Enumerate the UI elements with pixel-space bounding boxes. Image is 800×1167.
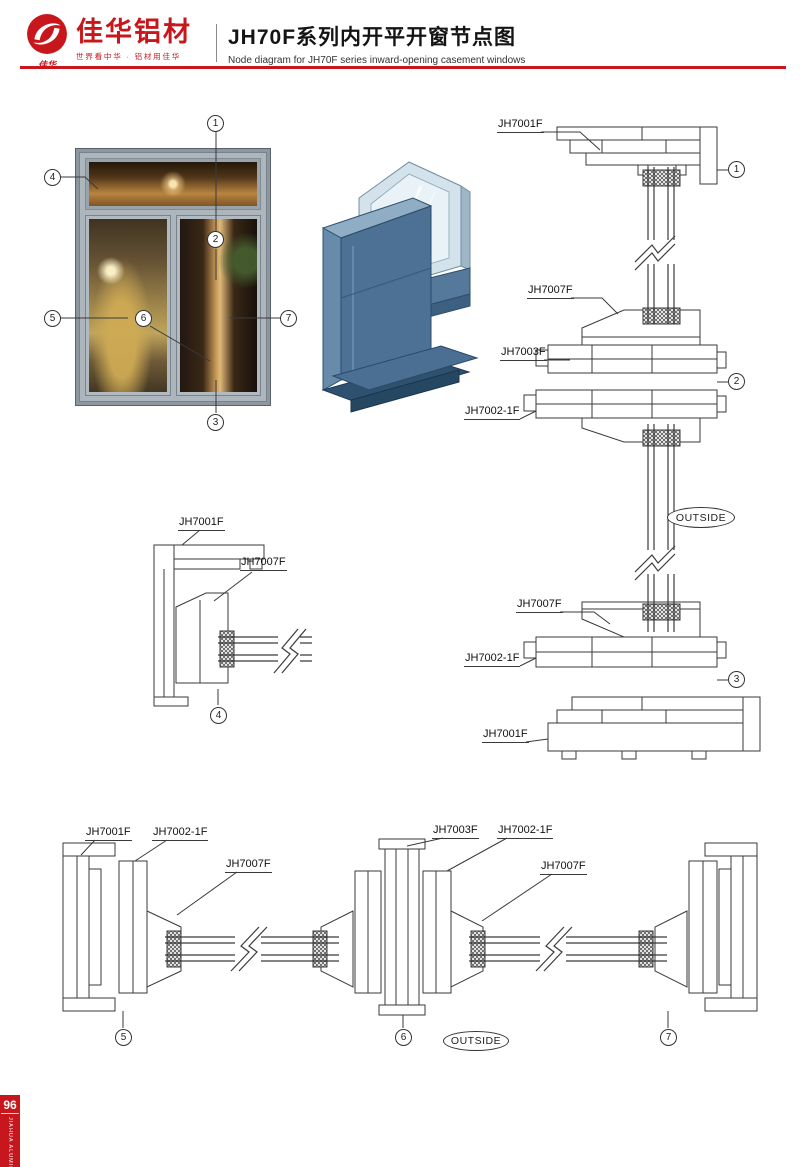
profile-label: JH7001F	[85, 826, 132, 841]
section-callout-4: 4	[210, 707, 227, 724]
section-callout-7: 7	[660, 1029, 677, 1046]
profile-label: JH7007F	[240, 556, 287, 571]
page-subtitle: Node diagram for JH70F series inward-ope…	[228, 55, 526, 66]
left-casement-glass	[89, 219, 167, 392]
horizontal-section-drawing	[62, 837, 758, 1028]
detail-4-drawing	[153, 529, 312, 707]
photo-callout-2: 2	[207, 231, 224, 248]
profile-label: JH7002-1F	[464, 405, 521, 420]
profile-label: JH7002-1F	[497, 824, 554, 839]
photo-callout-3: 3	[207, 414, 224, 431]
profile-label: JH7001F	[178, 516, 225, 531]
brand-tagline: 世界看中华 · 铝材用佳华	[76, 51, 182, 61]
profile-label: JH7007F	[225, 858, 272, 873]
profile-label: JH7007F	[516, 598, 563, 613]
header-divider	[216, 24, 217, 62]
brand-block: 佳华铝材 世界看中华 · 铝材用佳华	[76, 17, 192, 62]
page-title: JH70F系列内开平开窗节点图	[228, 26, 517, 49]
brand-logo-icon	[27, 14, 67, 54]
header-rule	[20, 66, 786, 69]
section-callout-1: 1	[728, 161, 745, 178]
profile-label: JH7003F	[500, 346, 547, 361]
section-callout-3: 3	[728, 671, 745, 688]
profile-label: JH7007F	[540, 860, 587, 875]
page-number: 96	[1, 1098, 19, 1115]
section-callout-5: 5	[115, 1029, 132, 1046]
profile-label: JH7007F	[527, 284, 574, 299]
transom-glass	[89, 162, 257, 206]
footer-brand: JIAHUA ALUMINIUM	[7, 1117, 13, 1167]
profile-label: JH7001F	[482, 728, 529, 743]
profile-label: JH7002-1F	[464, 652, 521, 667]
left-casement	[85, 215, 171, 396]
photo-callout-4: 4	[44, 169, 61, 186]
section-callout-2: 2	[728, 373, 745, 390]
photo-callout-1: 1	[207, 115, 224, 132]
title-block: JH70F系列内开平开窗节点图 Node diagram for JH70F s…	[228, 21, 525, 66]
outside-label: OUTSIDE	[667, 507, 735, 528]
brand-logo: 佳华	[24, 13, 70, 71]
profile-label: JH7001F	[497, 118, 544, 133]
section-callout-6: 6	[395, 1029, 412, 1046]
window-transom	[85, 158, 261, 210]
logo-caption: 佳华	[37, 60, 56, 70]
photo-callout-6: 6	[135, 310, 152, 327]
profile-3d-render	[321, 161, 479, 413]
right-casement-glass	[179, 219, 257, 392]
photo-callout-5: 5	[44, 310, 61, 327]
brand-name: 佳华铝材	[76, 17, 192, 47]
page-tab: 96 JIAHUA ALUMINIUM	[0, 1095, 20, 1167]
photo-callout-7: 7	[280, 310, 297, 327]
outside-label: OUTSIDE	[443, 1031, 509, 1051]
vertical-section-drawing	[519, 126, 761, 760]
photo-callout-lines	[60, 132, 280, 413]
profile-label: JH7002-1F	[152, 826, 209, 841]
profile-label: JH7003F	[432, 824, 479, 839]
